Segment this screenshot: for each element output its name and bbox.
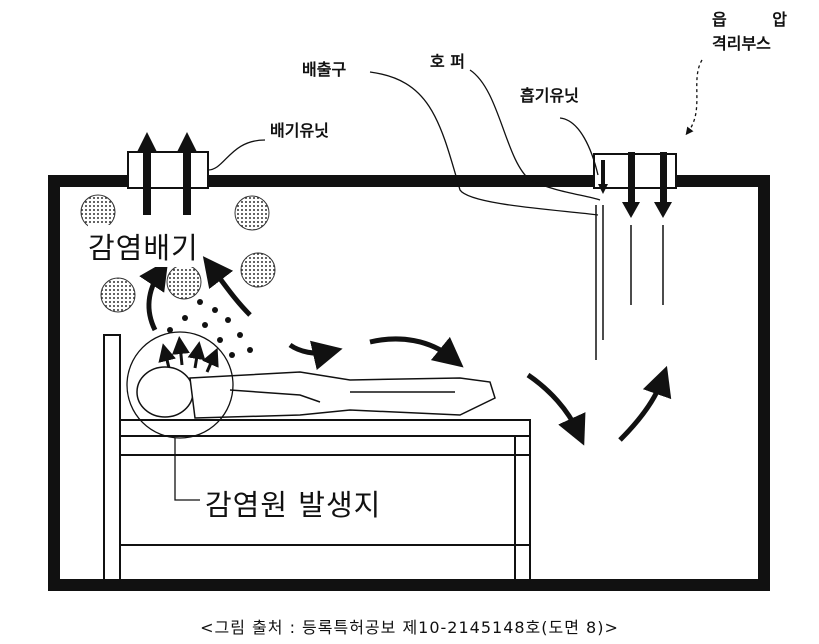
source-leader — [174, 438, 200, 501]
exhaust-unit-label: 배기유닛 — [270, 121, 329, 140]
airflow-arrows — [139, 256, 672, 446]
exhaust-unit — [127, 151, 209, 189]
intake-unit-label: 흡기유닛 — [520, 86, 579, 105]
infection-source-label: 감염원 발생지 — [205, 482, 382, 524]
leader-lines — [207, 59, 703, 216]
booth-label-line1: 읍 압 — [712, 10, 808, 29]
intake-arrows — [598, 152, 672, 218]
infected-exhaust-label: 감염배기 — [88, 225, 199, 267]
infectious-particles — [80, 194, 276, 313]
patient — [136, 366, 496, 419]
exhaust-arrows — [137, 132, 197, 215]
booth-label-line2: 격리부스 — [712, 34, 771, 53]
infection-source-circle — [126, 331, 234, 439]
booth-wall — [48, 175, 770, 591]
hopper — [595, 205, 664, 360]
droplets — [167, 299, 253, 358]
hopper-label: 호 퍼 — [430, 52, 466, 71]
figure-caption: <그림 출처 : 등록특허공보 제10-2145148호(도면 8)> — [200, 618, 619, 637]
outlet-label: 배출구 — [302, 60, 347, 79]
